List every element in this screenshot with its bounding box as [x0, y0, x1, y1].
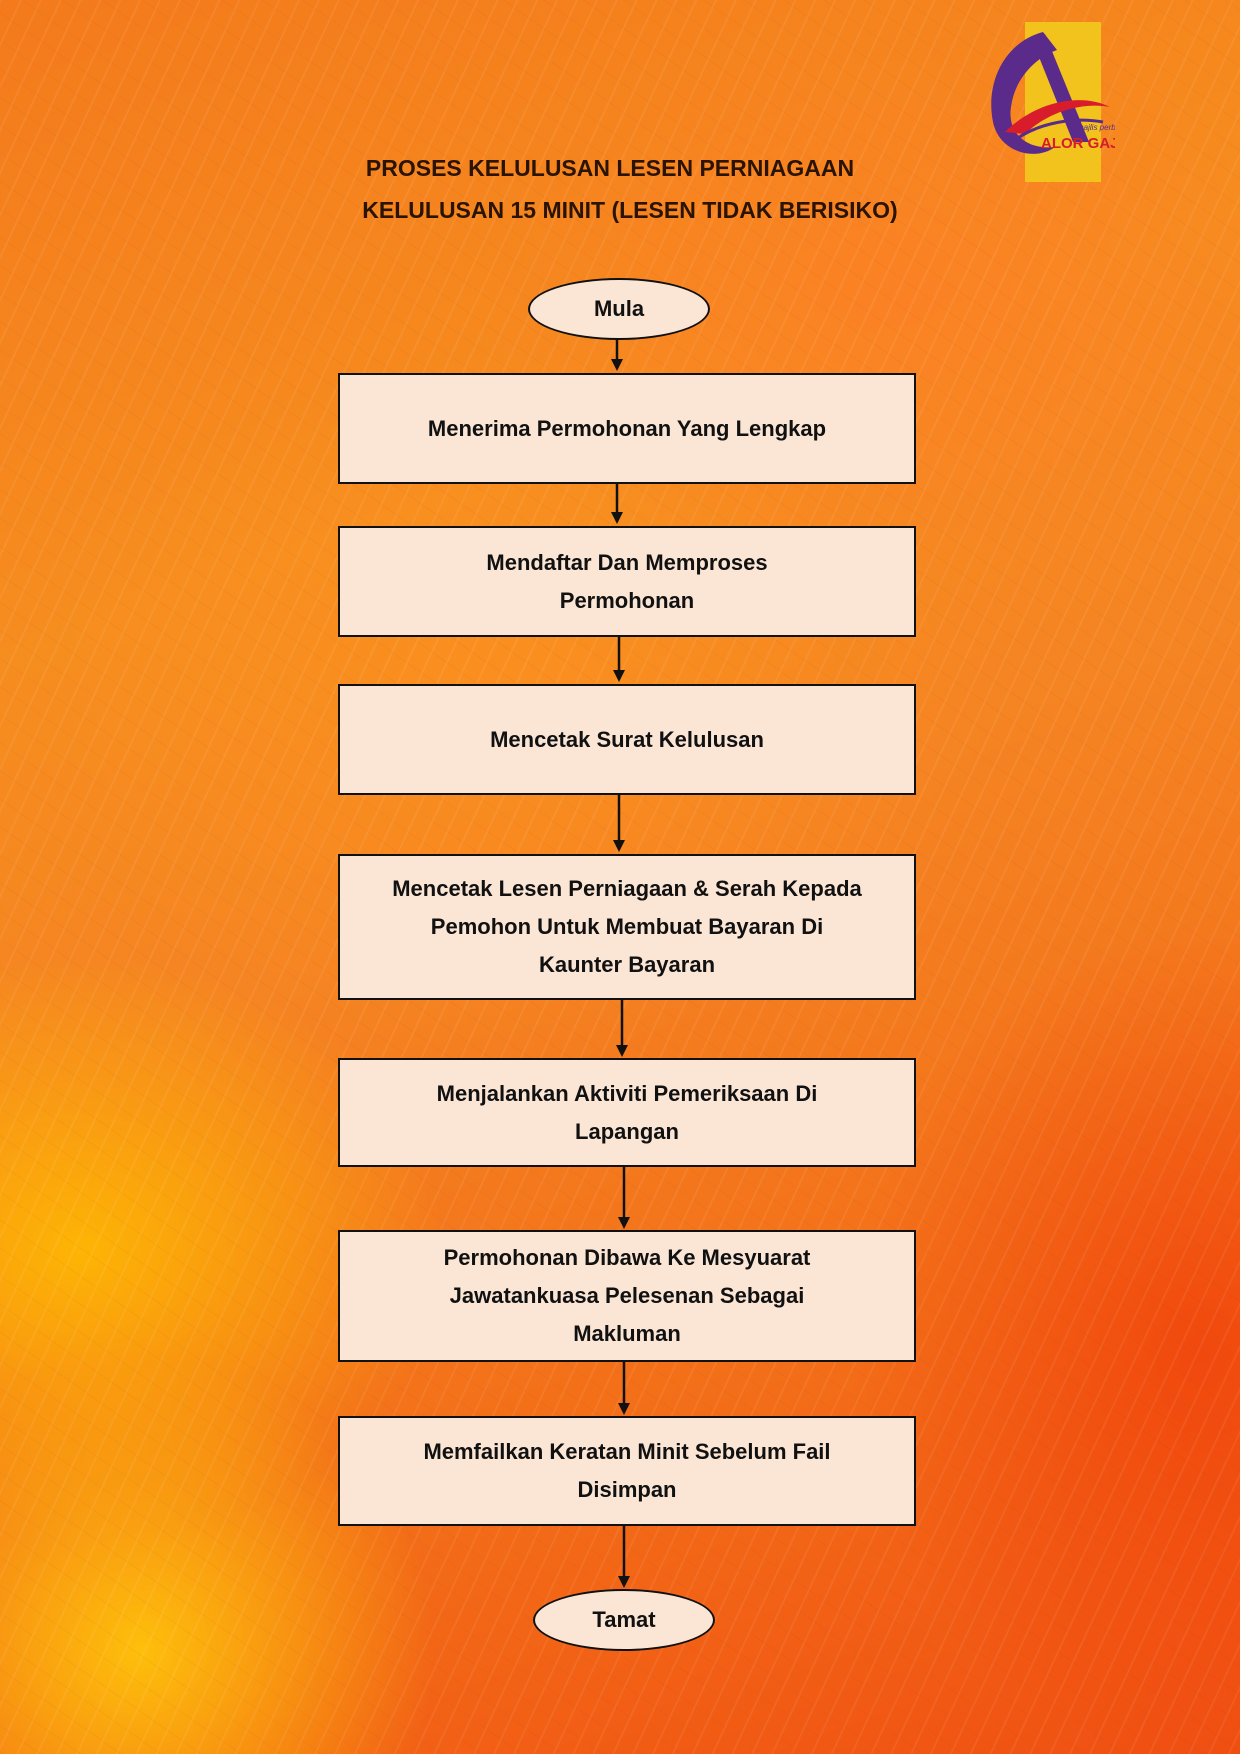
start-node: Mula [528, 278, 710, 340]
step-2-register-process: Mendaftar Dan Memproses Permohonan [338, 526, 916, 637]
end-node: Tamat [533, 1589, 715, 1651]
step-7-file-minutes: Memfailkan Keratan Minit Sebelum Fail Di… [338, 1416, 916, 1526]
page-title-line-2: KELULUSAN 15 MINIT (LESEN TIDAK BERISIKO… [362, 197, 898, 223]
step-1-receive-application: Menerima Permohonan Yang Lengkap [338, 373, 916, 484]
step-6-line-2: Jawatankuasa Pelesenan Sebagai [449, 1283, 805, 1308]
step-3-print-approval-letter: Mencetak Surat Kelulusan [338, 684, 916, 795]
step-4-line-1: Mencetak Lesen Perniagaan & Serah Kepada [392, 876, 862, 901]
logo-small-text: majlis perbandaran [1077, 123, 1115, 132]
step-2-line-2: Permohonan [559, 587, 695, 613]
step-4-line-3: Kaunter Bayaran [538, 952, 716, 977]
step-4-print-license: Mencetak Lesen Perniagaan & Serah Kepada… [338, 854, 916, 1000]
step-6-line-3: Makluman [573, 1321, 681, 1346]
step-5-line-2: Lapangan [575, 1118, 679, 1144]
logo-big-text: ALOR GAJAH [1041, 135, 1115, 152]
step-5-line-1: Menjalankan Aktiviti Pemeriksaan Di [436, 1080, 818, 1106]
step-1-line-1: Menerima Permohonan Yang Lengkap [427, 415, 827, 441]
step-7-line-2: Disimpan [577, 1477, 677, 1502]
page-title-line-1: PROSES KELULUSAN LESEN PERNIAGAAN [365, 155, 855, 181]
start-label: Mula [593, 296, 645, 321]
step-2-line-1: Mendaftar Dan Memproses [486, 549, 768, 575]
step-6-committee-meeting: Permohonan Dibawa Ke Mesyuarat Jawatanku… [338, 1230, 916, 1362]
step-6-line-1: Permohonan Dibawa Ke Mesyuarat [443, 1245, 811, 1270]
step-5-field-inspection: Menjalankan Aktiviti Pemeriksaan Di Lapa… [338, 1058, 916, 1167]
end-label: Tamat [592, 1607, 656, 1632]
step-3-line-1: Mencetak Surat Kelulusan [490, 726, 764, 752]
alor-gajah-logo: majlis perbandaran ALOR GAJAH [991, 22, 1115, 182]
step-4-line-2: Pemohon Untuk Membuat Bayaran Di [430, 914, 824, 939]
step-7-line-1: Memfailkan Keratan Minit Sebelum Fail [423, 1439, 831, 1464]
